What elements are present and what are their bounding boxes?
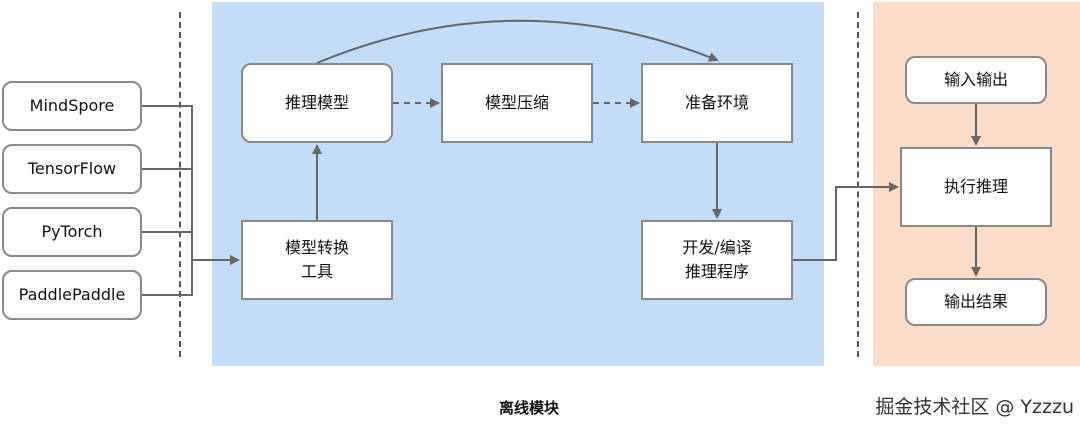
output-result-box: 输出结果	[905, 278, 1047, 326]
watermark: 掘金技术社区 @ Yzzzu	[875, 396, 1074, 418]
develop-to-execute-arrow	[793, 182, 899, 261]
inference-to-environment-arc	[316, 19, 719, 64]
inference-model-box: 推理模型	[241, 63, 393, 143]
framework-mindspore: MindSpore	[2, 81, 142, 131]
offline-module-region	[212, 2, 824, 366]
framework-pytorch: PyTorch	[2, 207, 142, 257]
offline-module-caption: 离线模块	[499, 399, 560, 417]
model-conversion-tool-box: 模型转换 工具	[241, 220, 393, 300]
left-separator	[179, 12, 181, 357]
framework-tensorflow: TensorFlow	[2, 144, 142, 194]
develop-compile-program-box: 开发/编译 推理程序	[641, 220, 793, 300]
prepare-environment-box: 准备环境	[641, 63, 793, 143]
model-compression-box: 模型压缩	[441, 63, 593, 143]
execute-inference-box: 执行推理	[900, 147, 1052, 227]
input-output-box: 输入输出	[905, 56, 1047, 104]
right-separator	[857, 12, 859, 357]
frameworks-to-conversion-connector	[142, 105, 240, 296]
framework-paddlepaddle: PaddlePaddle	[2, 270, 142, 320]
